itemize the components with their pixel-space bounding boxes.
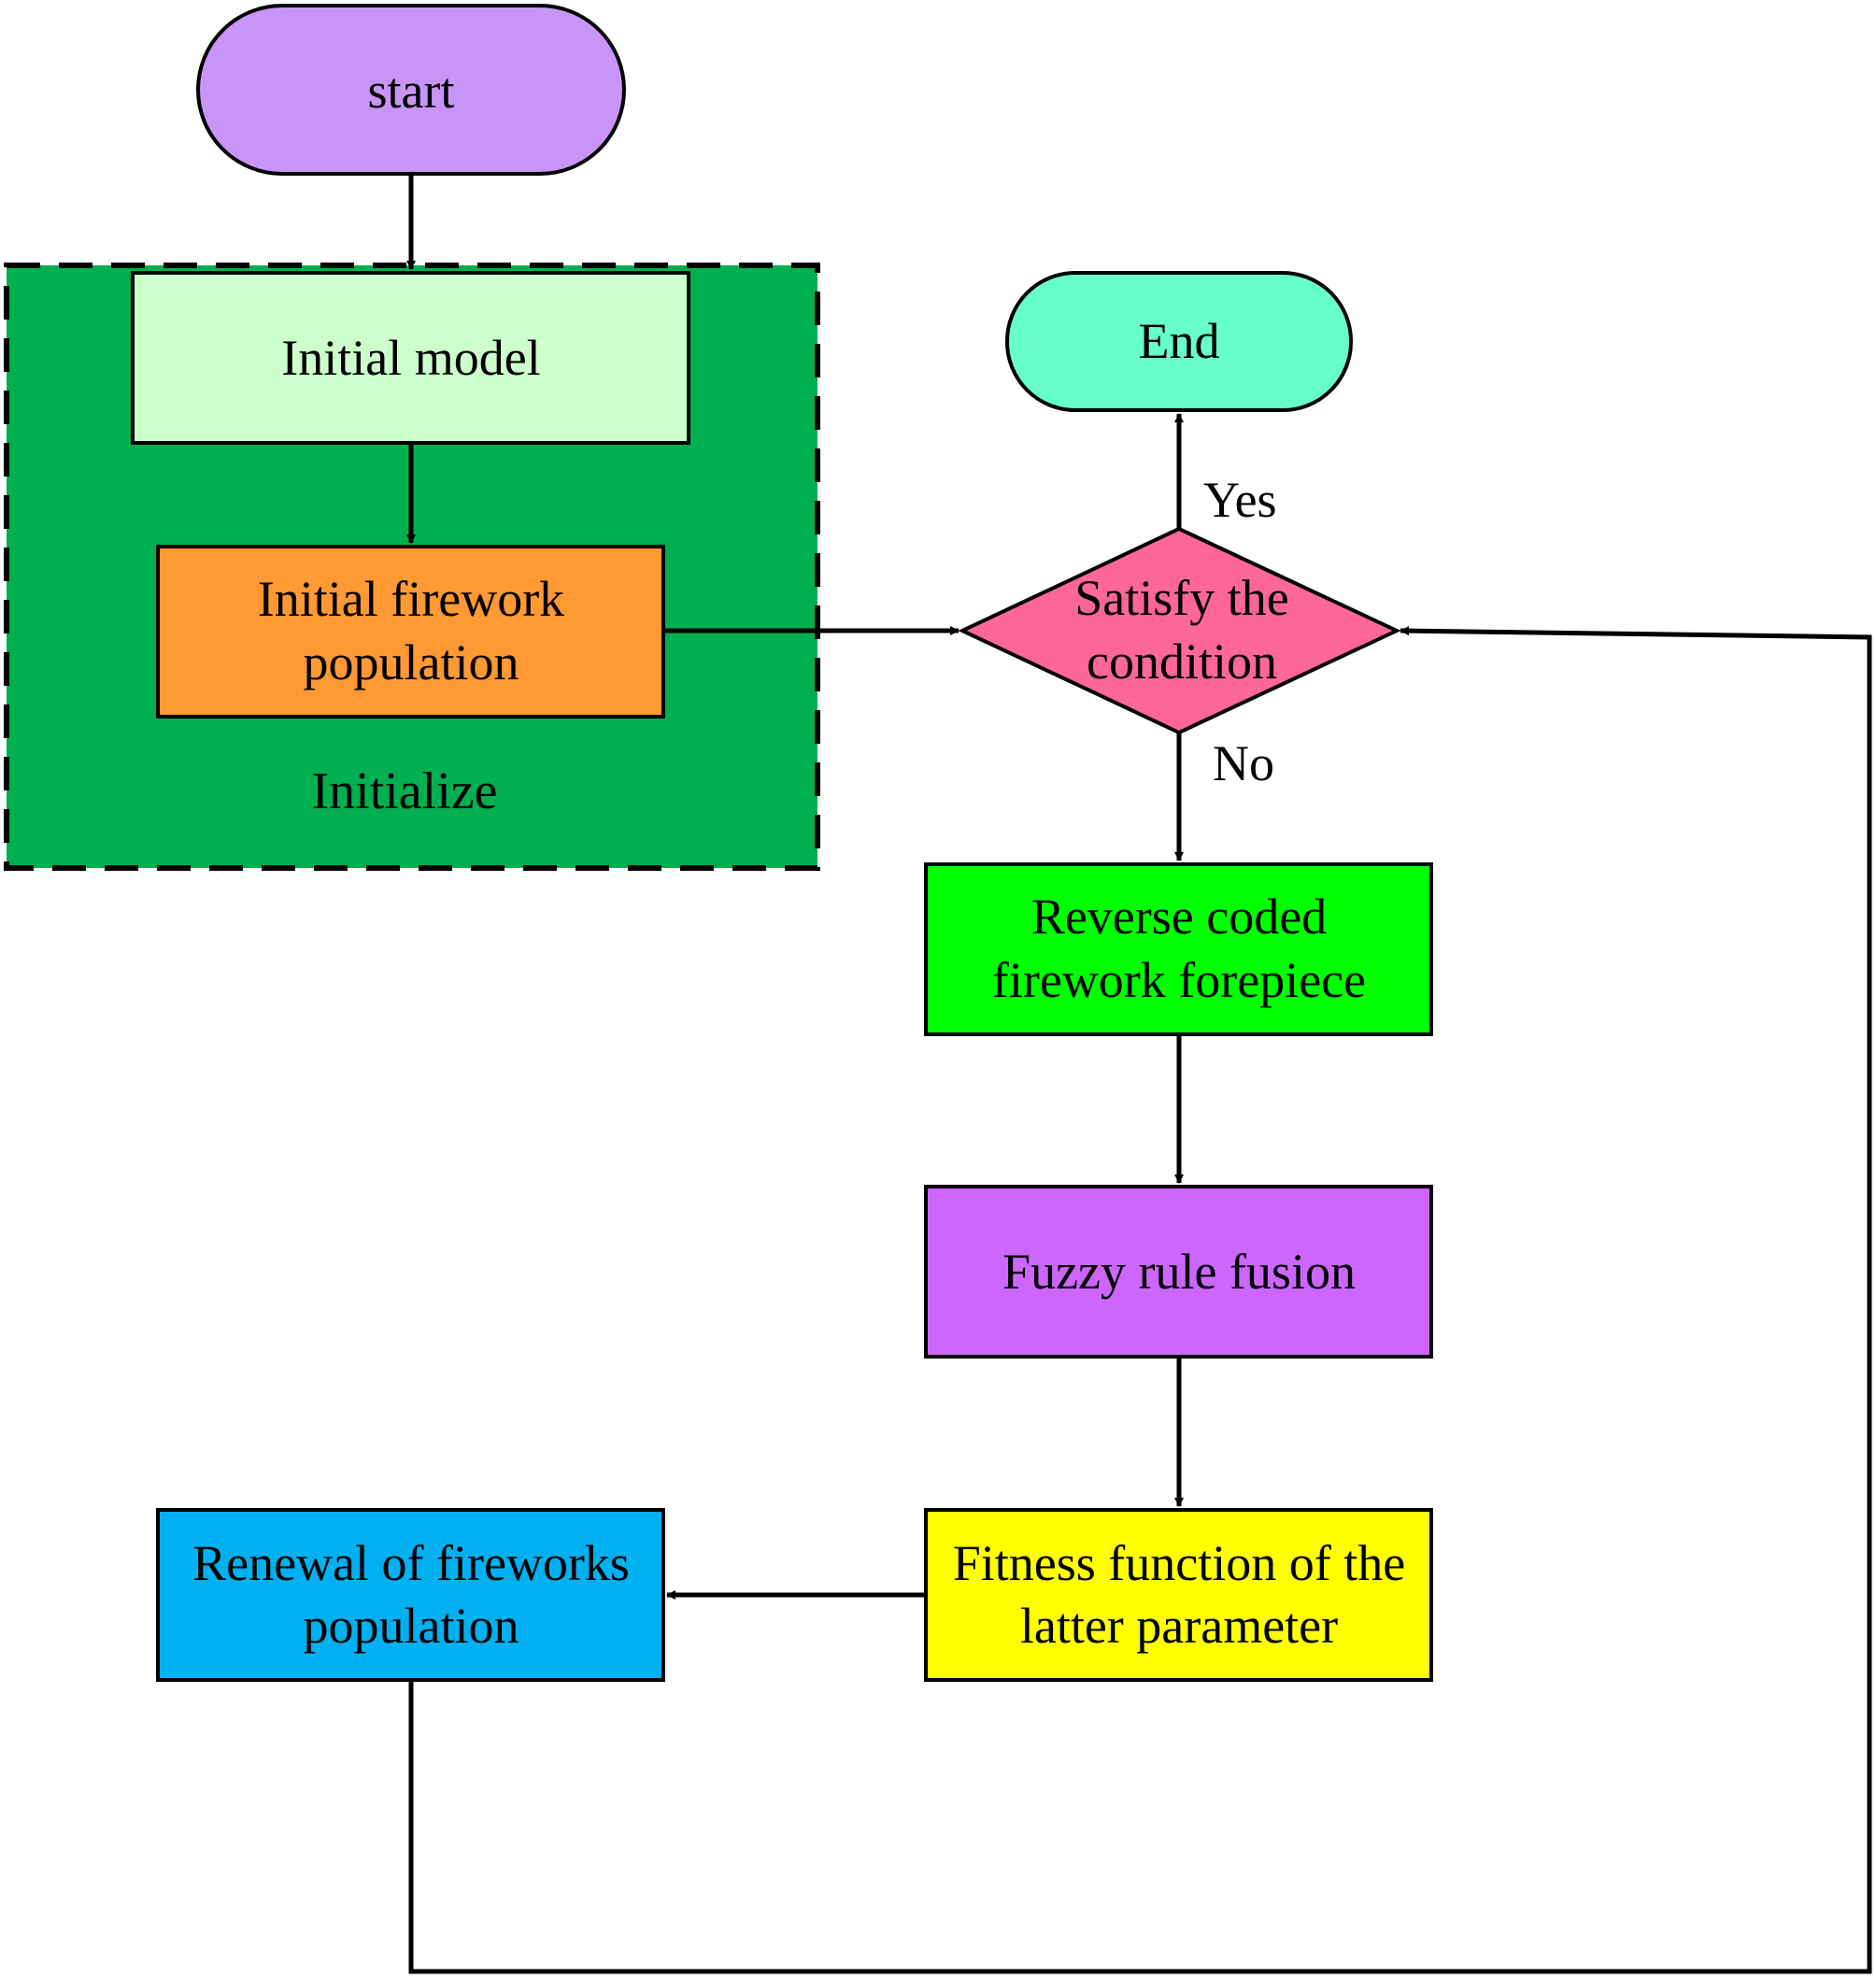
reverse-coded-label-line2: firework forepiece: [992, 952, 1366, 1008]
reverse-coded-box: [924, 862, 1433, 1036]
renewal-label-line2: population: [304, 1598, 519, 1654]
branch-yes-label: Yes: [1203, 472, 1277, 528]
initial-model-box: [131, 271, 690, 445]
fitness-function-label-line2: latter parameter: [1020, 1598, 1338, 1654]
branch-no-label: No: [1213, 735, 1274, 791]
reverse-coded-label-line1: Reverse coded: [1031, 889, 1327, 945]
renewal-box: [156, 1508, 665, 1682]
renewal-label-line1: Renewal of fireworks: [192, 1535, 630, 1591]
initial-population-label-line2: population: [304, 634, 519, 690]
start-label: start: [368, 63, 455, 119]
initialize-group-label: Initialize: [311, 762, 497, 820]
fitness-function-box: [924, 1508, 1433, 1682]
fitness-function-label-line1: Fitness function of the: [953, 1535, 1405, 1591]
decision-label-line2: condition: [1087, 633, 1277, 690]
fuzzy-rule-label: Fuzzy rule fusion: [1002, 1244, 1356, 1300]
condition-decision: [958, 526, 1401, 735]
initial-population-box: [156, 545, 665, 719]
initial-model-label: Initial model: [281, 330, 540, 386]
end-label: End: [1139, 313, 1220, 369]
initial-population-label-line1: Initial firework: [258, 571, 564, 627]
end-terminal: [1005, 271, 1353, 412]
decision-label-line1: Satisfy the: [1074, 570, 1288, 626]
edge-renewal-loop-to-decision: [408, 626, 1872, 1974]
fuzzy-rule-box: [924, 1185, 1433, 1359]
